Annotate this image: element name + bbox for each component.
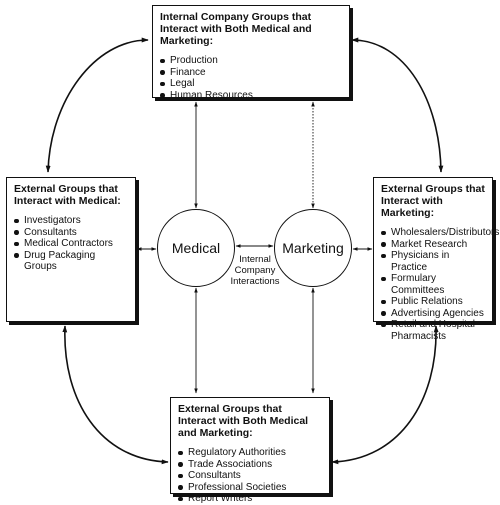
list-item: Legal	[160, 78, 342, 90]
center-label-line: Interactions	[230, 276, 280, 287]
list-item: Investigators	[14, 215, 128, 227]
list-item: Report Writers	[178, 493, 322, 505]
list-item: Advertising Agencies	[381, 308, 485, 320]
box-title: External Groups that Interact with Marke…	[381, 183, 485, 219]
list-item: Consultants	[178, 470, 322, 482]
marketing-circle: Marketing	[274, 209, 352, 287]
box-external-marketing: External Groups that Interact with Marke…	[373, 177, 499, 342]
list-item: Retail and Hospital Pharmacists	[381, 319, 485, 342]
list-item: Trade Associations	[178, 459, 322, 471]
internal-company-interactions-label: Internal Company Interactions	[215, 254, 295, 287]
list-item: Formulary Committees	[381, 273, 485, 296]
box-title: External Groups that Interact with Medic…	[14, 183, 121, 207]
list-item: Regulatory Authorities	[178, 447, 322, 459]
box-title: External Groups that Interact with Both …	[178, 403, 309, 439]
center-label-line: Internal	[239, 254, 271, 265]
box-title: Internal Company Groups that Interact wi…	[160, 11, 312, 47]
list-item: Production	[160, 55, 342, 67]
list-item: Medical Contractors	[14, 238, 128, 250]
box-external-medical: External Groups that Interact with Medic…	[6, 177, 136, 322]
list-item: Human Resources	[160, 90, 342, 102]
list-item: Professional Societies	[178, 482, 322, 494]
arrow-bottom-left-curve	[62, 325, 169, 465]
arrow-top-right-curve	[351, 37, 444, 173]
box-internal-groups: Internal Company Groups that Interact wi…	[152, 5, 350, 101]
item-list: Production Finance Legal Human Resources	[160, 55, 342, 101]
list-item: Wholesalers/Distributors	[381, 227, 499, 239]
list-item: Consultants	[14, 227, 128, 239]
list-item: Drug Packaging Groups	[14, 250, 128, 273]
list-item: Market Research	[381, 239, 485, 251]
marketing-label: Marketing	[282, 240, 344, 256]
arrow-bottom-right-curve	[331, 325, 439, 465]
medical-label: Medical	[171, 240, 221, 256]
center-label-line: Company	[234, 265, 276, 276]
item-list: Wholesalers/Distributors Market Research…	[381, 227, 499, 342]
list-item: Finance	[160, 67, 342, 79]
box-external-both: External Groups that Interact with Both …	[170, 397, 330, 504]
item-list: Regulatory Authorities Trade Association…	[178, 447, 322, 505]
list-item: Public Relations	[381, 296, 485, 308]
arrow-top-left-curve	[45, 37, 149, 173]
medical-circle: Medical	[157, 209, 235, 287]
list-item: Physicians in Practice	[381, 250, 485, 273]
item-list: Investigators Consultants Medical Contra…	[14, 215, 128, 273]
